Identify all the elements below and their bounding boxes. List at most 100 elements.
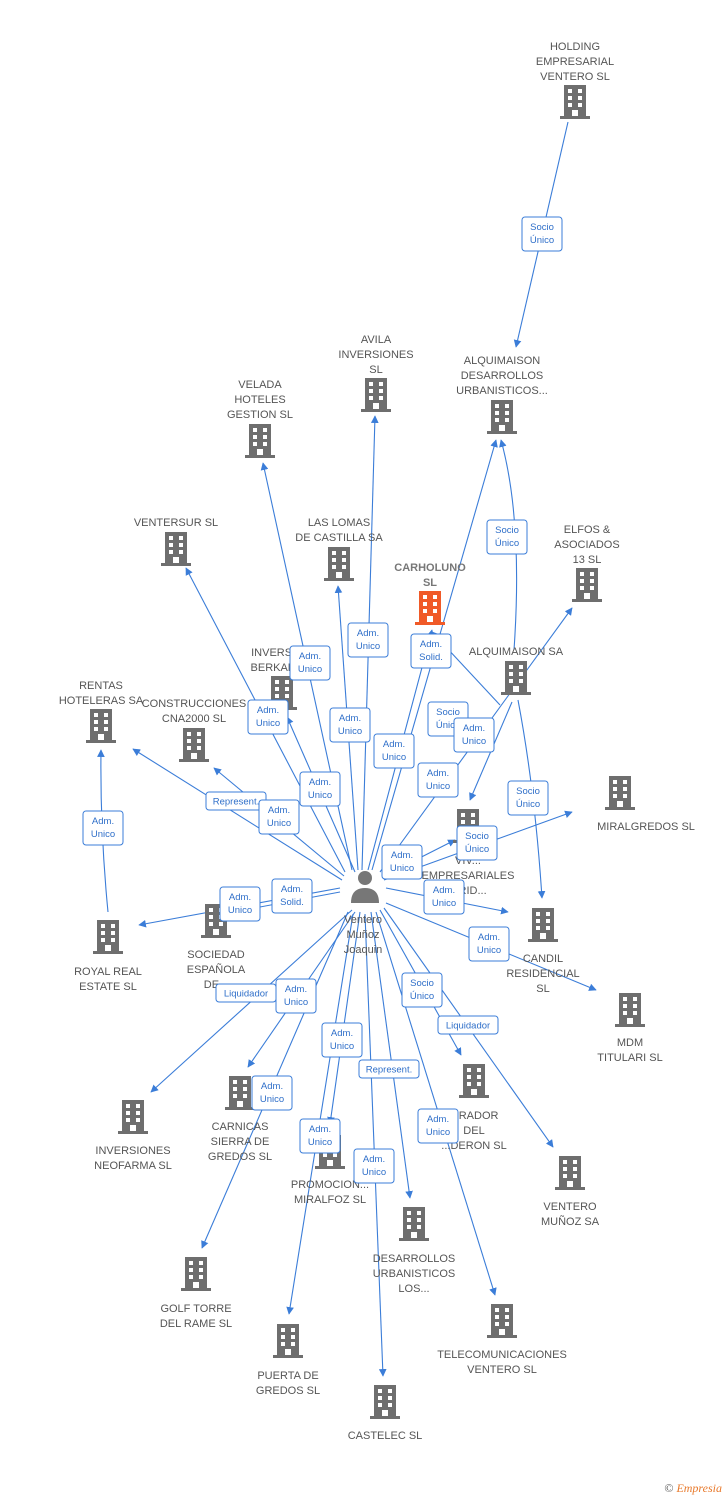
relation-badge-r_berkano[interactable]: Adm.Unico xyxy=(299,771,341,807)
relation-badge-r_royal_rentas[interactable]: Adm.Unico xyxy=(82,810,124,846)
relation-label: Adm.Unico xyxy=(330,1028,354,1052)
relation-label: Adm.Unico xyxy=(477,932,501,956)
building-icon xyxy=(501,661,531,695)
relation-badge-r_cna[interactable]: Adm.Unico xyxy=(258,799,300,835)
relation-label: Adm.Unico xyxy=(308,1124,332,1148)
relation-badge-r_sociedad[interactable]: Adm.Unico xyxy=(219,886,261,922)
person-icon xyxy=(351,871,379,903)
edge-center-to-rentas xyxy=(132,748,343,881)
relation-badge-r_miralfoz[interactable]: Adm.Unico xyxy=(321,1022,363,1058)
relation-label: Represent. xyxy=(366,1065,412,1076)
relation-badge-r_avila[interactable]: Adm.Unico xyxy=(347,622,389,658)
relation-label: Adm.Unico xyxy=(284,984,308,1008)
relation-badge-r_ventero_sa[interactable]: Liquidador xyxy=(437,1015,499,1035)
relation-badge-r_telecom[interactable]: Adm.Unico xyxy=(417,1108,459,1144)
node-miralgredos[interactable]: MIRALGREDOS SL xyxy=(597,776,695,833)
relation-badge-r_carnicas[interactable]: Adm.Unico xyxy=(275,978,317,1014)
relation-badge-r_neofarma[interactable]: Liquidador xyxy=(215,983,277,1003)
node-ventersur[interactable]: VENTERSUR SL xyxy=(134,517,218,566)
relation-label: Adm.Unico xyxy=(390,850,414,874)
relation-label: Adm.Unico xyxy=(91,816,115,840)
building-icon xyxy=(459,1064,489,1098)
building-icon xyxy=(487,1304,517,1338)
building-icon xyxy=(605,776,635,810)
relation-badge-r_lomas[interactable]: Adm.Unico xyxy=(329,707,371,743)
node-miralfoz[interactable]: PROMOCION...MIRALFOZ SL xyxy=(291,1135,369,1206)
relation-badge-r_ventersur[interactable]: Adm.Unico xyxy=(247,699,289,735)
relation-badge-r_castelec[interactable]: Adm.Unico xyxy=(353,1148,395,1184)
relation-badge-r_golf[interactable]: Adm.Unico xyxy=(251,1075,293,1111)
node-castelec[interactable]: CASTELEC SL xyxy=(348,1385,423,1442)
node-label: CASTELEC SL xyxy=(348,1430,423,1442)
relation-badge-r_alqdes[interactable]: Adm.Unico xyxy=(373,733,415,769)
node-label: MIRALGREDOS SL xyxy=(597,821,695,833)
building-icon xyxy=(93,920,123,954)
relation-label: Adm.Unico xyxy=(256,705,280,729)
relation-label: Adm.Unico xyxy=(228,892,252,916)
relation-label: Adm.Unico xyxy=(260,1081,284,1105)
building-icon xyxy=(179,728,209,762)
building-icon xyxy=(161,532,191,566)
relation-badge-r_mdm[interactable]: Adm.Unico xyxy=(468,926,510,962)
relation-badge-r_puerta[interactable]: Adm.Unico xyxy=(299,1118,341,1154)
relation-badge-r_desarrollos[interactable]: Represent. xyxy=(358,1059,420,1079)
relation-label: Adm.Solid. xyxy=(280,884,304,908)
node-label: PROMOCION...MIRALFOZ SL xyxy=(291,1179,369,1206)
building-icon xyxy=(118,1100,148,1134)
relation-badge-r_viv[interactable]: Adm.Unico xyxy=(381,844,423,880)
relation-label: Liquidador xyxy=(224,989,268,1000)
relation-badge-r_candil[interactable]: Adm.Unico xyxy=(423,879,465,915)
relation-badge-r_elfos[interactable]: Adm.Unico xyxy=(417,762,459,798)
relation-badge-r_rentas[interactable]: Represent. xyxy=(205,791,267,811)
building-icon xyxy=(370,1385,400,1419)
node-alqsa[interactable]: ALQUIMAISON SA xyxy=(469,646,564,695)
relation-badge-r_alqsa_adm[interactable]: Adm.Unico xyxy=(453,717,495,753)
relation-label: Liquidador xyxy=(446,1021,490,1032)
relation-badge-r_carholuno[interactable]: Adm.Solid. xyxy=(410,633,452,669)
relation-badge-r_royal[interactable]: Adm.Solid. xyxy=(271,878,313,914)
edge-center-to-puerta xyxy=(286,913,354,1315)
relation-badge-r_velada[interactable]: Adm.Unico xyxy=(289,645,331,681)
relation-label: Adm.Unico xyxy=(338,713,362,737)
relation-label: Adm.Solid. xyxy=(419,639,443,663)
empresia-logo[interactable]: Empresia xyxy=(676,1481,722,1495)
relation-label: Adm.Unico xyxy=(308,777,332,801)
